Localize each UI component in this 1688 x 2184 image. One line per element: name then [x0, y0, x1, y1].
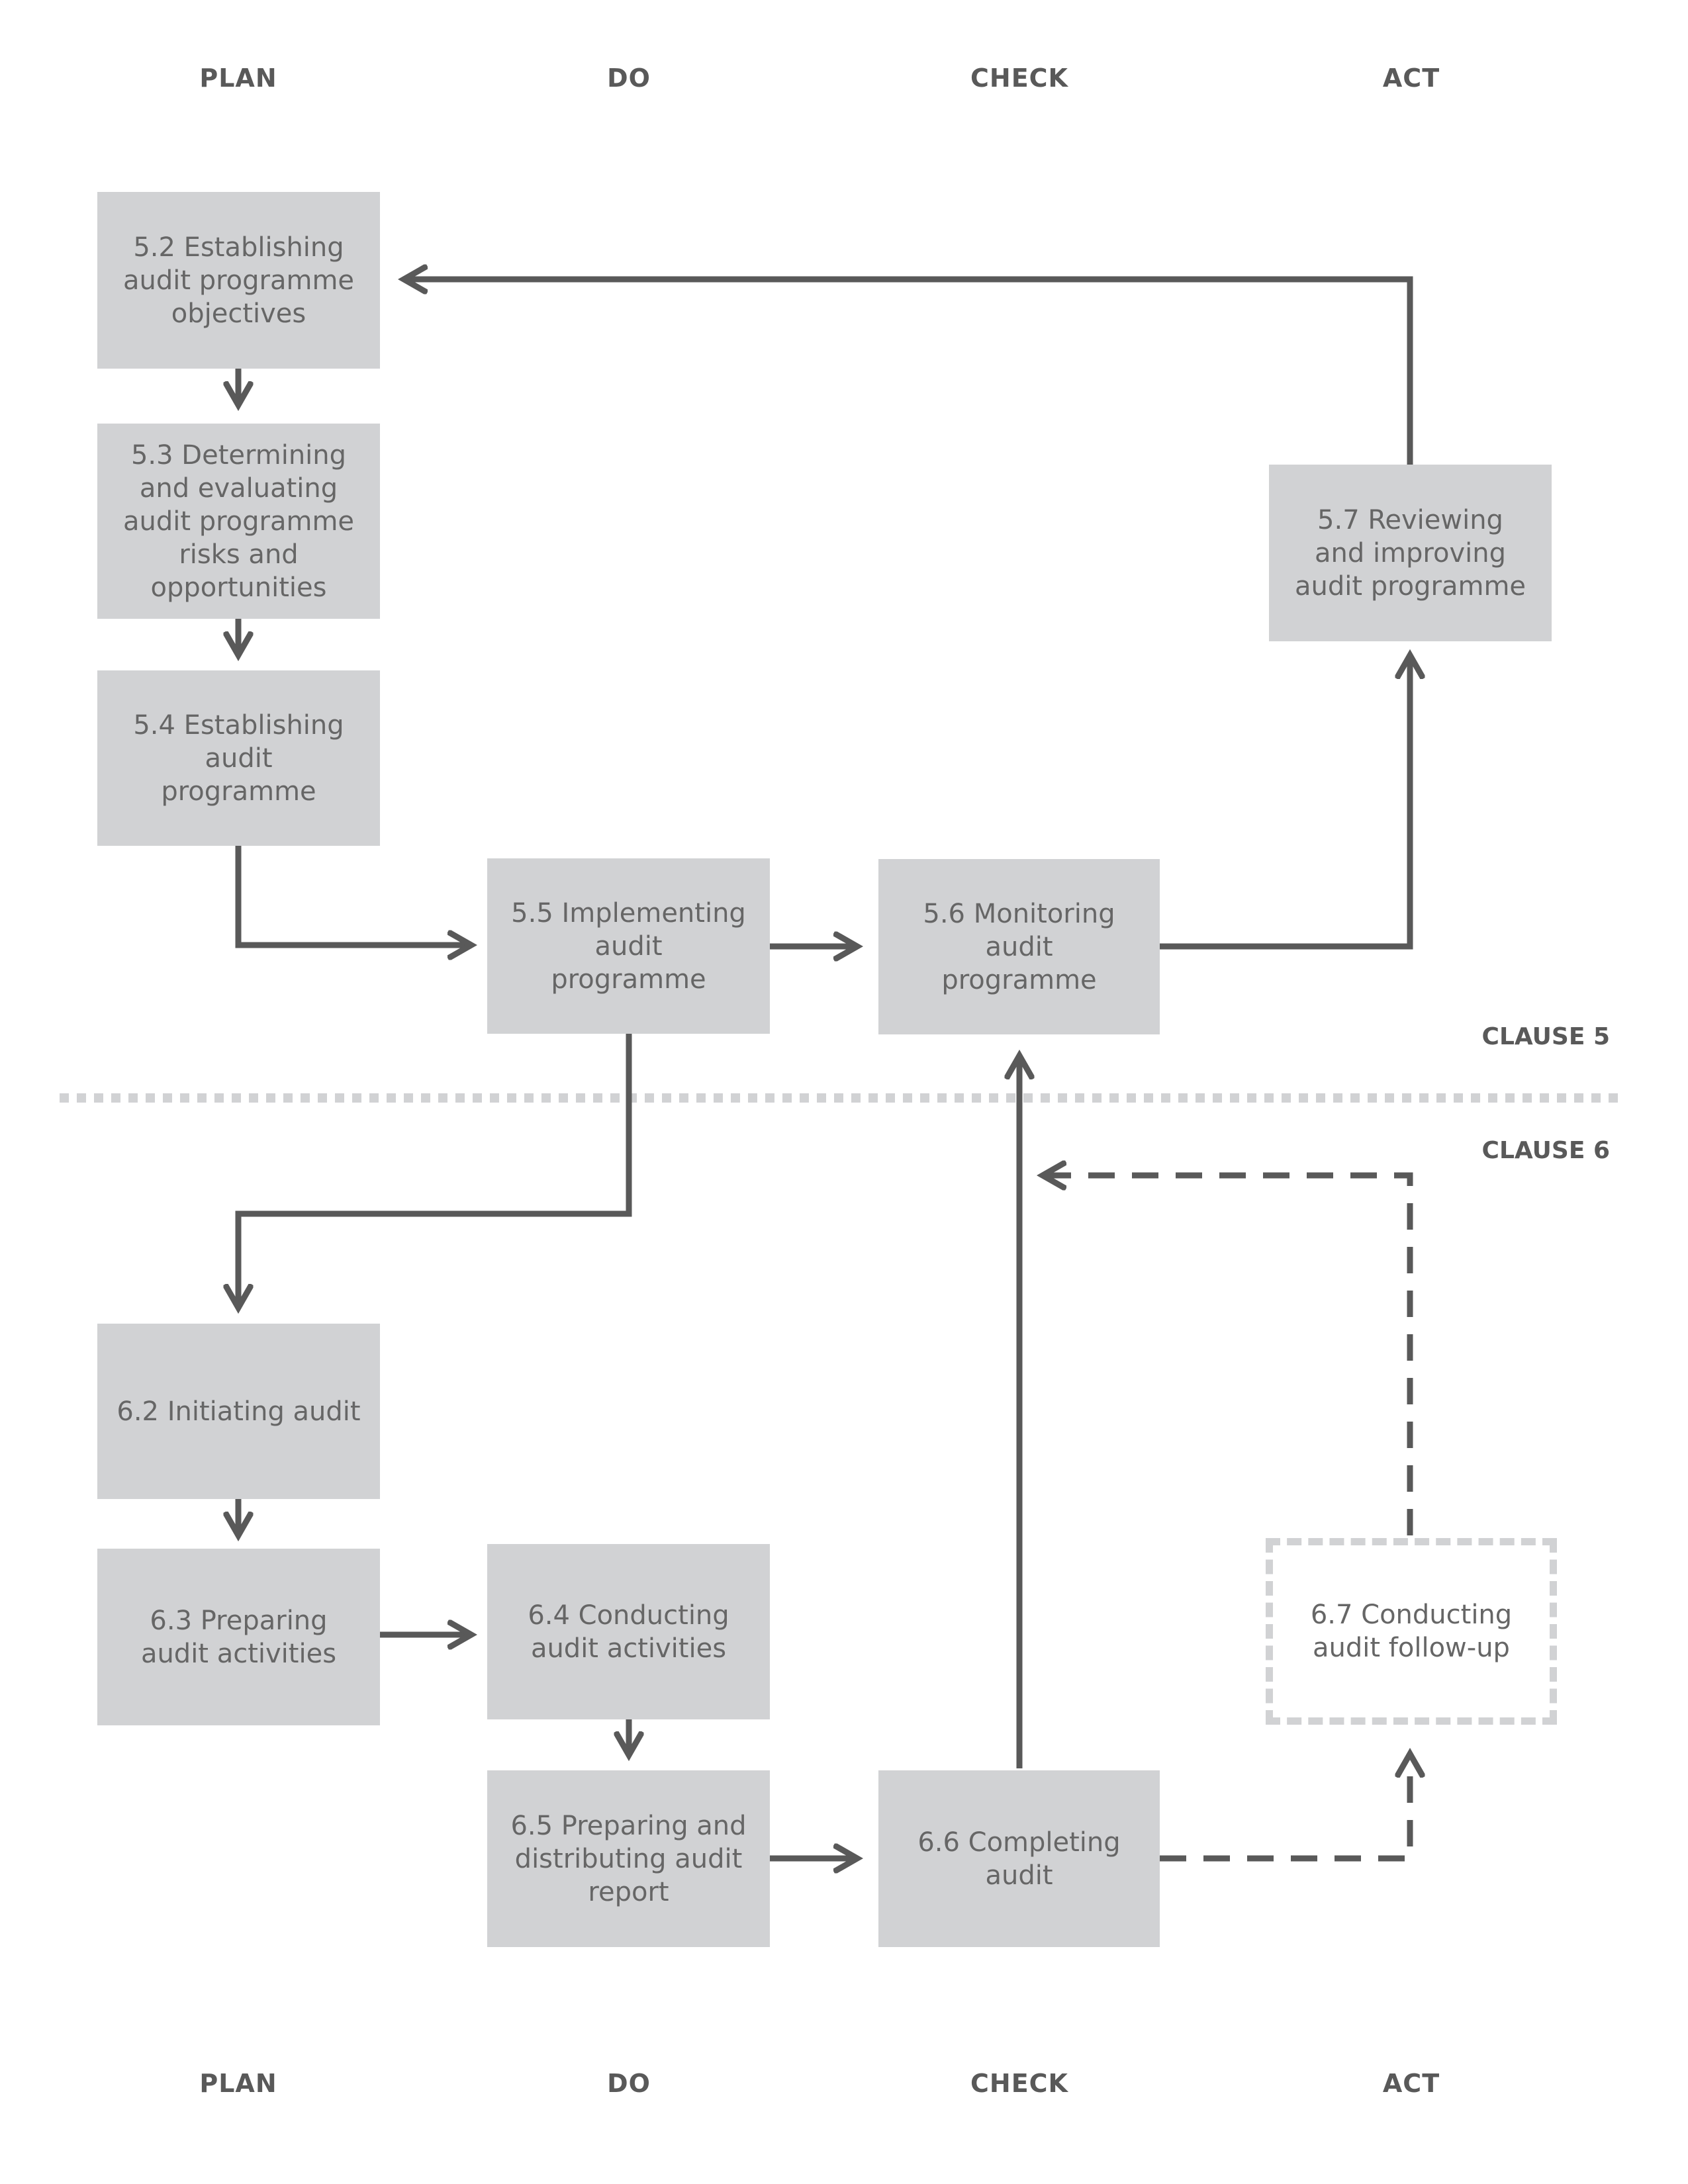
- node-label: 5.2 Establishing audit programme objecti…: [122, 232, 355, 329]
- node-5-2-establishing-objectives: 5.2 Establishing audit programme objecti…: [97, 192, 380, 369]
- column-header-do-bottom: DO: [607, 2069, 651, 2098]
- node-5-4-establishing-programme: 5.4 Establishing audit programme: [97, 670, 380, 846]
- node-label: 5.7 Reviewing and improving audit progra…: [1294, 504, 1526, 602]
- edge-n54-n55: [235, 846, 471, 945]
- node-label: 6.2 Initiating audit: [117, 1396, 361, 1427]
- clause-5-label: CLAUSE 5: [1481, 1023, 1610, 1050]
- node-6-7-follow-up: 6.7 Conducting audit follow-up: [1266, 1538, 1557, 1725]
- node-5-5-implementing-programme: 5.5 Implementing audit programme: [487, 858, 770, 1034]
- column-header-act-bottom: ACT: [1382, 2069, 1440, 2098]
- column-header-check-top: CHECK: [970, 64, 1068, 93]
- node-label: 5.3 Determining and evaluating audit pro…: [122, 439, 355, 603]
- column-header-check-bottom: CHECK: [970, 2069, 1068, 2098]
- node-6-6-completing-audit: 6.6 Completing audit: [878, 1770, 1160, 1947]
- edge-n57-n52: [404, 279, 1413, 465]
- edge-n67-n56: [1043, 1175, 1413, 1535]
- node-label: 6.6 Completing audit: [917, 1827, 1121, 1891]
- node-5-7-reviewing-improving: 5.7 Reviewing and improving audit progra…: [1269, 465, 1552, 641]
- node-label: 5.6 Monitoring audit programme: [923, 898, 1115, 995]
- node-6-4-conducting-activities: 6.4 Conducting audit activities: [487, 1544, 770, 1719]
- node-label: 6.7 Conducting audit follow-up: [1310, 1600, 1513, 1663]
- column-header-plan-bottom: PLAN: [199, 2069, 277, 2098]
- node-label: 6.3 Preparing audit activities: [140, 1605, 337, 1669]
- node-6-3-preparing-activities: 6.3 Preparing audit activities: [97, 1549, 380, 1725]
- node-5-3-risks-opportunities: 5.3 Determining and evaluating audit pro…: [97, 424, 380, 619]
- node-label: 5.5 Implementing audit programme: [511, 897, 746, 995]
- edge-n66-n67: [1160, 1754, 1410, 1862]
- edge-n55-n62: [238, 1034, 632, 1308]
- column-header-plan-top: PLAN: [199, 64, 277, 93]
- column-header-act-top: ACT: [1382, 64, 1440, 93]
- node-label: 6.4 Conducting audit activities: [528, 1600, 729, 1664]
- node-5-6-monitoring-programme: 5.6 Monitoring audit programme: [878, 859, 1160, 1034]
- node-6-2-initiating-audit: 6.2 Initiating audit: [97, 1324, 380, 1499]
- node-label: 6.5 Preparing and distributing audit rep…: [510, 1810, 747, 1907]
- column-header-do-top: DO: [607, 64, 651, 93]
- node-label: 5.4 Establishing audit programme: [133, 709, 344, 807]
- clause-6-label: CLAUSE 6: [1481, 1137, 1610, 1164]
- edge-n56-n57: [1160, 655, 1410, 950]
- node-6-5-preparing-report: 6.5 Preparing and distributing audit rep…: [487, 1770, 770, 1947]
